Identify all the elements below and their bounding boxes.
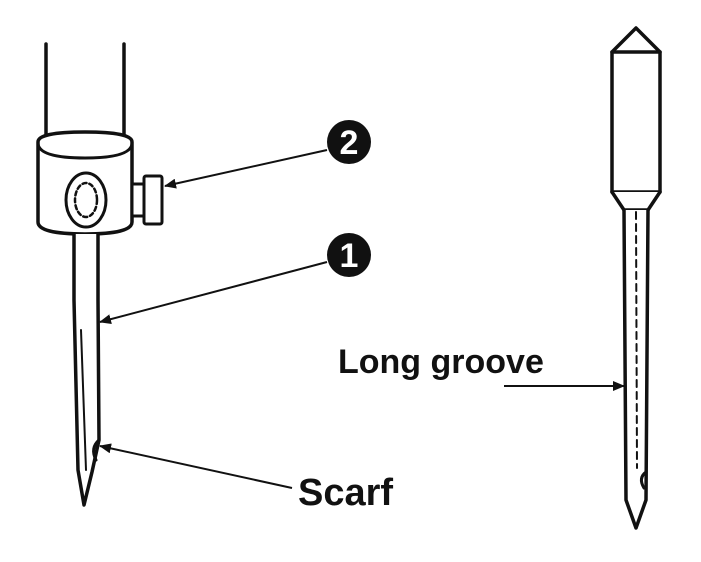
callout-1-number: 1 xyxy=(340,237,359,275)
callout-2-badge: 2 xyxy=(327,120,371,164)
callout-1-leader xyxy=(99,261,328,325)
needle-bar-assembly xyxy=(36,42,164,507)
needle-side-view xyxy=(72,232,101,507)
scarf-leader xyxy=(99,443,293,489)
callout-1-badge: 1 xyxy=(327,233,371,277)
long-groove-label: Long groove xyxy=(338,343,544,381)
needle-bar xyxy=(44,42,126,144)
needle-front-view xyxy=(610,26,662,530)
scarf-label: Scarf xyxy=(298,472,393,514)
setscrew xyxy=(130,174,164,226)
callout-2-number: 2 xyxy=(340,124,359,162)
long-groove-line xyxy=(635,211,638,469)
callout-2-leader xyxy=(164,149,328,189)
needle-clamp xyxy=(36,130,134,236)
